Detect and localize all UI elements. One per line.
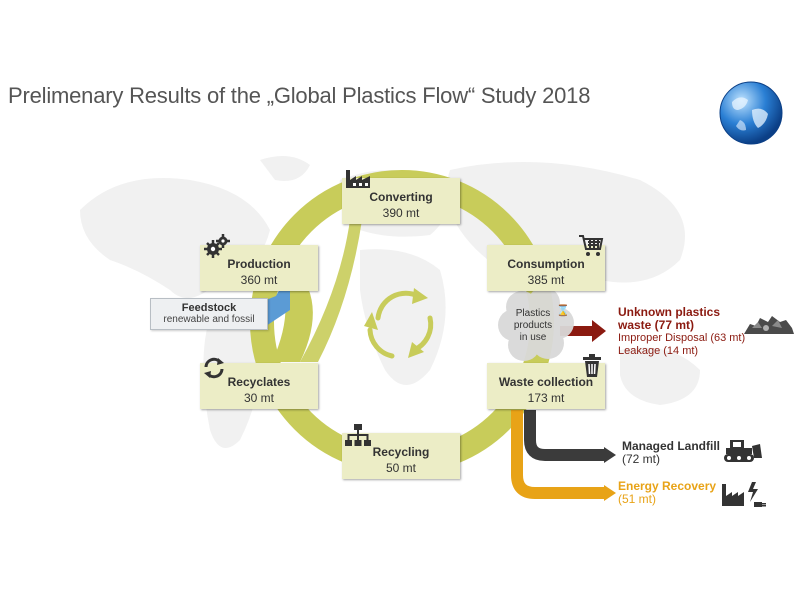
node-recycling-value: 50 mt bbox=[385, 461, 416, 475]
energy-flow bbox=[511, 410, 606, 499]
node-recycling-label: Recycling bbox=[372, 445, 430, 459]
output-energy: Energy Recovery (51 mt) bbox=[618, 480, 716, 506]
in-use-line-3: in use bbox=[519, 332, 547, 343]
node-waste-collection: Waste collection 173 mt bbox=[487, 363, 605, 409]
power-plant-icon bbox=[722, 482, 766, 507]
energy-value: (51 mt) bbox=[618, 492, 657, 506]
unknown-head-1: Unknown plastics bbox=[618, 305, 721, 319]
unknown-head-2: waste (77 mt) bbox=[618, 318, 695, 332]
in-use-label: Plastics products in use bbox=[505, 308, 561, 344]
node-production-value: 360 mt bbox=[240, 273, 278, 287]
feedstock-label: Feedstock bbox=[181, 302, 237, 314]
node-consumption: Consumption 385 mt bbox=[487, 245, 605, 291]
output-landfill: Managed Landfill (72 mt) bbox=[622, 440, 720, 466]
landfill-head: Managed Landfill bbox=[622, 439, 721, 453]
node-waste-collection-value: 173 mt bbox=[527, 391, 565, 405]
landfill-flow bbox=[524, 410, 606, 461]
node-recyclates: Recyclates 30 mt bbox=[200, 363, 318, 409]
node-production: Production 360 mt bbox=[200, 245, 318, 291]
recycle-symbol-icon bbox=[367, 290, 434, 359]
energy-head: Energy Recovery bbox=[618, 479, 717, 493]
unknown-waste-arrow bbox=[560, 320, 606, 342]
unknown-line-2: Leakage (14 mt) bbox=[618, 345, 699, 357]
node-converting-value: 390 mt bbox=[382, 206, 420, 220]
waste-pile-icon bbox=[744, 316, 794, 334]
in-use-line-1: Plastics bbox=[515, 308, 551, 319]
node-recyclates-value: 30 mt bbox=[243, 391, 274, 405]
landfill-value: (72 mt) bbox=[622, 452, 661, 466]
hourglass-icon: ⌛ bbox=[556, 305, 570, 317]
node-consumption-value: 385 mt bbox=[527, 273, 565, 287]
page-title: Prelimenary Results of the „Global Plast… bbox=[8, 83, 591, 108]
node-consumption-label: Consumption bbox=[507, 257, 585, 271]
gears-icon bbox=[204, 234, 230, 258]
in-use-line-2: products bbox=[513, 320, 553, 331]
unknown-line-1: Improper Disposal (63 mt) bbox=[618, 332, 746, 344]
output-unknown: Unknown plastics waste (77 mt) Improper … bbox=[618, 306, 745, 358]
node-recyclates-label: Recyclates bbox=[227, 375, 291, 389]
in-use-cloud bbox=[498, 287, 574, 361]
globe-icon bbox=[719, 81, 783, 145]
converting-flow bbox=[300, 220, 362, 362]
node-production-label: Production bbox=[227, 257, 291, 271]
process-tree-icon bbox=[345, 424, 371, 446]
feedstock-sub: renewable and fossil bbox=[163, 314, 255, 325]
refresh-arrows-icon bbox=[204, 357, 224, 379]
shopping-cart-icon bbox=[579, 235, 604, 256]
trash-bin-icon bbox=[583, 354, 601, 377]
node-waste-collection-label: Waste collection bbox=[498, 375, 594, 389]
node-converting-label: Converting bbox=[369, 190, 433, 204]
feedstock-box: Feedstock renewable and fossil bbox=[150, 298, 268, 330]
factory-icon bbox=[346, 170, 370, 188]
node-recycling: Recycling 50 mt bbox=[342, 433, 460, 479]
bulldozer-icon bbox=[724, 440, 762, 462]
